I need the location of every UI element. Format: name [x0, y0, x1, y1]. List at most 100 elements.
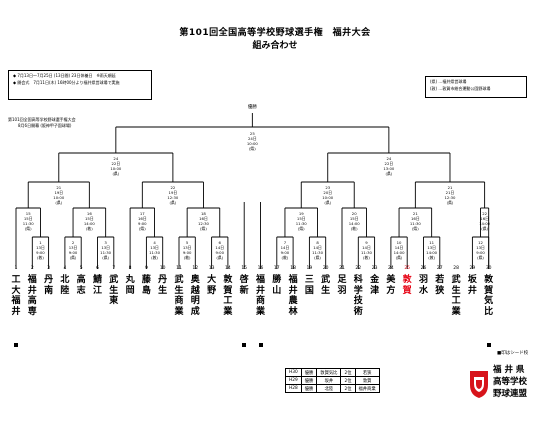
match-info: 1 13日 9:00 (敦) — [36, 240, 45, 260]
table-cell: 敦賀 — [354, 376, 380, 385]
team-number: 9 — [144, 266, 148, 271]
team-name: 敦 賀 工 業 — [223, 275, 233, 317]
team-number: 19 — [306, 266, 313, 271]
match-info: 24 22日 10:00 (県) — [110, 156, 122, 176]
team-name: 丹 生 — [158, 275, 168, 296]
match-info: 8 14日 11:30 (県) — [312, 240, 324, 260]
team-name: 鯖 江 — [92, 275, 102, 296]
match-info: 17 16日 9:00 (県) — [137, 211, 147, 231]
match-info: 23 20日 10:00 (県) — [322, 185, 334, 205]
match-info: 22 19日 12:30 (県) — [167, 185, 179, 205]
note-line: 8月6日開幕 (阪神甲子園球場) — [18, 123, 72, 128]
team-number: 30 — [485, 266, 492, 271]
team-name: 北 陸 — [60, 275, 70, 296]
team-name: 勝 山 — [272, 275, 282, 296]
team-number: 18 — [290, 266, 296, 271]
team-name: 武 生 東 — [109, 275, 119, 307]
team-name: 福 井 農 林 — [288, 275, 298, 317]
team-name: 丹 南 — [44, 275, 54, 296]
page-subtitle: 組み合わせ — [252, 41, 298, 51]
match-info: 12 13日 9:00 (県) — [476, 240, 485, 260]
team-number: 6 — [96, 266, 99, 271]
team-number: 24 — [388, 266, 394, 271]
match-info: 22 16日 14:00 (県) — [479, 211, 491, 231]
match-info: 2 13日 9:00 (県) — [68, 240, 78, 260]
match-info: 3 13日 11:30 (県) — [100, 240, 112, 260]
page-title: 第101回全国高等学校野球選手権 福井大会 — [179, 28, 371, 38]
team-name: 羽 水 — [418, 275, 428, 296]
team-name: 福 井 高 専 — [27, 275, 37, 317]
schedule-line: ◆ 7月13日～7月25日 (13日間) 23日休養日 ※雨天順延 — [13, 73, 116, 78]
logo-text: 高等学校 — [493, 377, 528, 387]
table-cell: H29 — [285, 376, 302, 385]
team-name: 丸 岡 — [125, 275, 135, 296]
team-number: 25 — [404, 266, 411, 271]
team-name: 若 狭 — [435, 275, 445, 296]
match-info: 21 21日 12:30 (県) — [444, 185, 456, 205]
table-cell: 優勝 — [300, 376, 318, 385]
team-number: 7 — [112, 266, 116, 271]
team-number: 16 — [257, 266, 264, 271]
table-cell: 北陸 — [316, 384, 342, 393]
team-name: 美 方 — [386, 275, 396, 296]
team-name: 金 津 — [370, 275, 380, 296]
match-info: 10 14日 14:00 (県) — [393, 240, 405, 260]
team-number: 4 — [63, 266, 67, 271]
team-number: 23 — [371, 266, 378, 271]
match-info: 18 16日 12:30 (県) — [197, 211, 209, 231]
match-info: 25 24日 10:00 (県) — [246, 131, 258, 151]
match-info: 16 15日 14:00 (敦) — [83, 211, 95, 231]
team-number: 10 — [159, 266, 166, 271]
schedule-box: ◆ 7月13日～7月25日 (13日間) 23日休養日 ※雨天順延 ◆ 開会式 … — [8, 70, 152, 100]
venue-legend-box: (県) …福井県営球場 (敦) …敦賀市総合運動公園野球場 — [425, 76, 527, 98]
match-info: 4 13日 11:30 (敦) — [149, 240, 161, 260]
seed-mark — [14, 343, 18, 347]
team-number: 1 — [14, 266, 18, 271]
team-number: 29 — [469, 266, 476, 271]
table-cell: 2位 — [340, 384, 356, 393]
logo-text: 野球連盟 — [493, 389, 528, 399]
team-name: 坂 井 — [467, 275, 477, 296]
logo-text: 福 井 県 — [493, 365, 525, 375]
table-cell: 福井商業 — [354, 384, 380, 393]
team-name: 武 生 — [321, 275, 331, 296]
seed-mark — [486, 343, 491, 347]
seed-mark — [242, 343, 247, 347]
team-name: 奥 越 明 成 — [190, 275, 200, 317]
team-number: 28 — [453, 266, 459, 271]
shield-icon — [470, 371, 488, 398]
team-name: 敦 賀 気 比 — [484, 275, 494, 317]
team-name: 福 井 商 業 — [255, 275, 265, 317]
team-number: 20 — [322, 266, 329, 271]
team-name: 武 生 工 業 — [451, 275, 461, 317]
match-info: 15 15日 11:30 (県) — [22, 211, 34, 231]
table-cell: 優勝 — [300, 368, 318, 377]
team-name: 科 学 技 術 — [353, 275, 363, 317]
team-number: 17 — [273, 266, 280, 271]
match-info: 5 13日 9:00 (敦) — [182, 240, 192, 260]
table-cell: 敦賀気比 — [316, 368, 342, 377]
match-info: 11 13日 14:00 (敦) — [426, 240, 438, 260]
team-number: 26 — [420, 266, 427, 271]
team-number: 12 — [192, 266, 199, 271]
team-number: 8 — [128, 266, 132, 271]
team-name: 足 羽 — [337, 275, 347, 296]
team-number: 22 — [355, 266, 362, 271]
table-cell: 坂井 — [316, 376, 342, 385]
team-number: 14 — [225, 266, 231, 271]
match-info: 21 19日 10:00 (県) — [53, 185, 65, 205]
match-info: 20 15日 14:00 (敦) — [348, 211, 360, 231]
seed-note: ■印はシード校 — [497, 351, 529, 356]
team-name: 敦 賀 — [402, 275, 412, 296]
venue-legend-line: (敦) …敦賀市総合運動公園野球場 — [430, 86, 491, 91]
table-cell: 若狭 — [354, 368, 380, 377]
team-name: 藤 島 — [141, 275, 151, 296]
table-cell: 2位 — [340, 368, 356, 377]
match-info: 19 15日 11:30 (県) — [295, 211, 307, 231]
match-info: 21 16日 11:30 (県) — [409, 211, 421, 231]
match-info: 6 14日 9:00 (県) — [215, 240, 225, 260]
